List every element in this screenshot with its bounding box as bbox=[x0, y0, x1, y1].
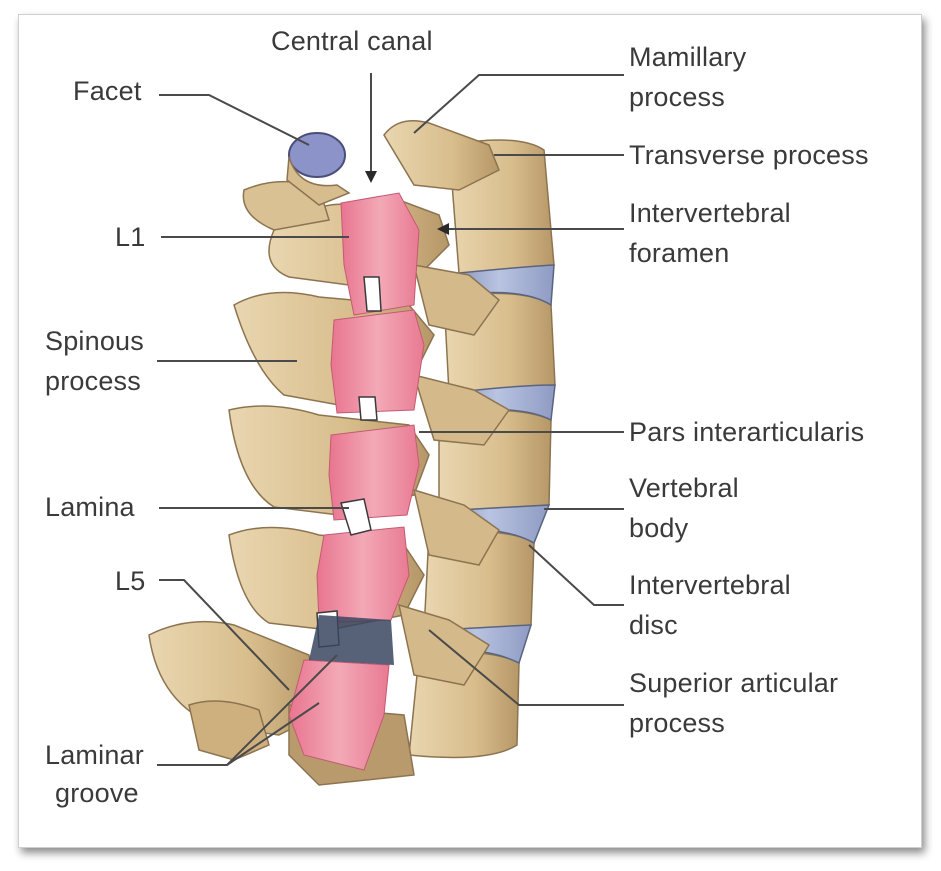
label-central-canal: Central canal bbox=[271, 26, 433, 56]
label-iv-foramen-line1: Intervertebral bbox=[629, 198, 791, 228]
label-transverse-process: Transverse process bbox=[629, 140, 869, 170]
lumbar-spine-illustration bbox=[148, 73, 624, 786]
label-pars-interarticularis: Pars interarticularis bbox=[629, 417, 865, 447]
label-l5: L5 bbox=[115, 566, 146, 596]
canal-openings bbox=[309, 276, 394, 665]
ligamentum-flavum bbox=[288, 192, 425, 771]
label-iv-disc-line1: Intervertebral bbox=[629, 570, 791, 600]
label-vertebral-body-line2: body bbox=[629, 513, 689, 543]
label-superior-articular-line1: Superior articular bbox=[629, 668, 839, 698]
label-l1: L1 bbox=[115, 222, 146, 252]
label-vertebral-body-line1: Vertebral bbox=[629, 473, 739, 503]
label-mamillary-line2: process bbox=[629, 82, 725, 112]
label-superior-articular-line2: process bbox=[629, 708, 725, 738]
label-mamillary-line1: Mamillary bbox=[629, 42, 747, 72]
label-spinous-line1: Spinous bbox=[45, 326, 144, 356]
facet-surface bbox=[288, 132, 346, 178]
label-laminar-line1: Laminar bbox=[45, 740, 144, 770]
label-iv-disc-line2: disc bbox=[629, 610, 678, 640]
leader-lines bbox=[157, 73, 624, 766]
label-spinous-line2: process bbox=[45, 366, 141, 396]
label-iv-foramen-line2: foramen bbox=[629, 238, 730, 268]
label-laminar-line2: groove bbox=[55, 778, 139, 808]
label-lamina: Lamina bbox=[45, 492, 135, 522]
figure-frame: Central canal Facet L1 Spinous process L… bbox=[18, 14, 922, 848]
label-facet: Facet bbox=[73, 76, 142, 106]
